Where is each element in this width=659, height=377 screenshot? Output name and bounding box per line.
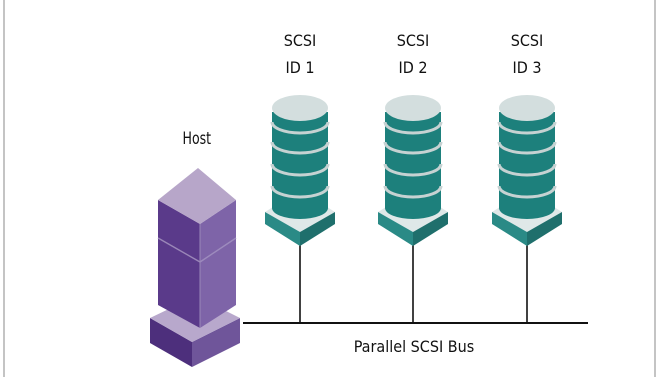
disk-1-band-3 (270, 163, 330, 177)
host-right-face (200, 200, 236, 328)
disk-1-band-2 (270, 141, 330, 155)
host-base-left (150, 318, 192, 367)
disk-3-bottom (499, 197, 555, 219)
disk-1-band-4 (270, 185, 330, 199)
disk-1-bottom (272, 197, 328, 219)
disk-2-label-line2: ID 2 (398, 58, 427, 77)
disk-3-band-3 (497, 163, 557, 177)
disk-2-cap (385, 95, 441, 121)
disk-1-base-right (300, 212, 335, 246)
disk-2-band-3 (383, 163, 443, 177)
host-top-face (158, 168, 236, 224)
right-frame-border (654, 0, 656, 377)
disk-3-band-1 (497, 121, 557, 135)
disk-2-label-line1: SCSI (397, 31, 430, 50)
disk-2-base-left (378, 212, 413, 246)
host-label: Host (183, 129, 212, 149)
disk-1-stack-body (272, 112, 328, 208)
disk-1: SCSI ID 1 (265, 31, 335, 246)
disk-2-bottom (385, 197, 441, 219)
parallel-scsi-bus-label: Parallel SCSI Bus (354, 337, 475, 356)
disk-2-band-1 (383, 121, 443, 135)
disk-3-base-left (492, 212, 527, 246)
disk-1-label-line1: SCSI (284, 31, 317, 50)
disk-3-stack-body (499, 112, 555, 208)
disk-3-cap (499, 95, 555, 121)
disk-3-label-line1: SCSI (511, 31, 544, 50)
host-seam (157, 237, 201, 263)
bus-lines (243, 238, 588, 324)
disk-1-base-left (265, 212, 300, 246)
disk-3-band-4 (497, 185, 557, 199)
host-tower: Host (150, 129, 240, 367)
disk-3-base-right (527, 212, 562, 246)
disk-2-stack-body (385, 112, 441, 208)
disk-2: SCSI ID 2 (378, 31, 448, 246)
disk-1-cap (272, 95, 328, 121)
disk-1-band-1 (270, 121, 330, 135)
disk-3-label-line2: ID 3 (512, 58, 541, 77)
disk-3: SCSI ID 3 (492, 31, 562, 246)
host-left-face (158, 200, 200, 328)
host-seam-right (199, 237, 237, 263)
disk-2-band-2 (383, 141, 443, 155)
host-base-right (192, 318, 240, 367)
disk-3-band-2 (497, 141, 557, 155)
disk-2-band-4 (383, 185, 443, 199)
disk-1-label-line2: ID 1 (285, 58, 314, 77)
left-frame-border (3, 0, 5, 377)
disk-2-base-right (413, 212, 448, 246)
